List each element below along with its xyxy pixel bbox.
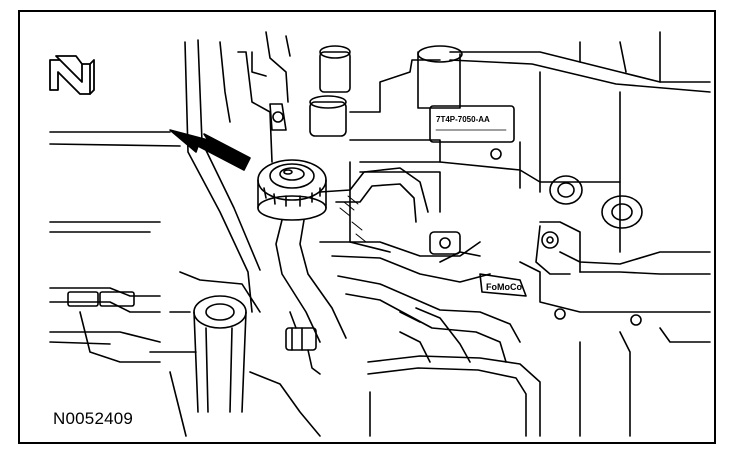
filler-cap [257,159,327,221]
brand-stamp: FoMoCo [486,282,522,292]
north-arrow-icon [49,55,95,95]
solenoid-assembly [519,175,711,326]
valve-body-housing [269,45,621,253]
shading-hatch [339,195,367,243]
stamp-plate [479,273,527,297]
figure-id: N0052409 [53,409,134,428]
diagram-frame: 7T4P-7050-AA FoMoCo [18,10,716,444]
part-number-label: 7T4P-7050-AA [436,115,490,124]
engine-bay-structure [49,31,711,313]
support-column [149,271,261,413]
sensor-connector [285,311,321,375]
reservoir-hose [275,161,521,363]
lower-left-assembly [49,287,191,363]
pointer-arrow-icon [169,129,251,171]
engine-illustration: 7T4P-7050-AA FoMoCo [49,31,711,437]
lower-pipes [169,311,711,437]
